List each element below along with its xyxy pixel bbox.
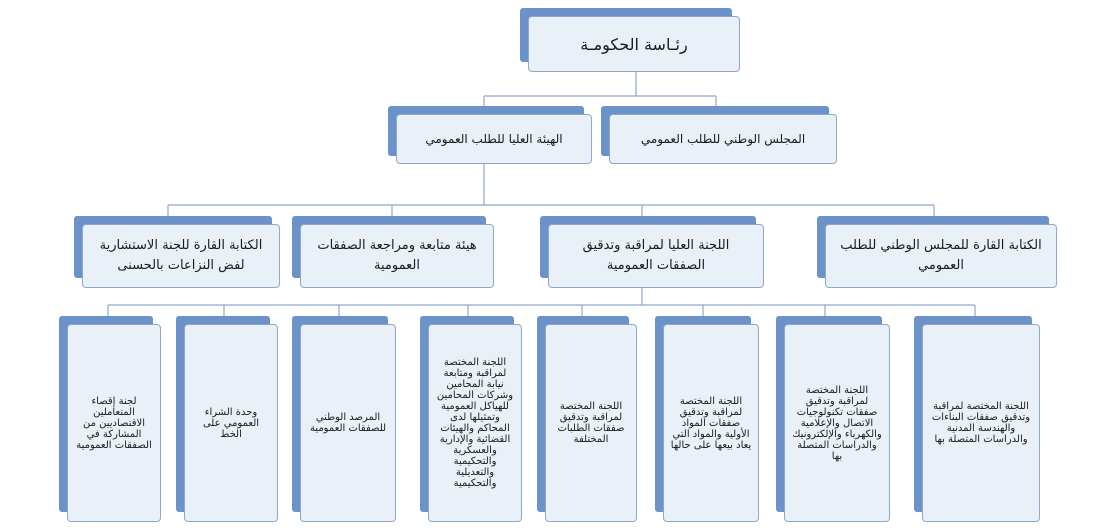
- online-purchasing-unit-label: وحدة الشراء العمومي على الخط: [184, 324, 278, 522]
- observatory-label: المرصد الوطني للصفقات العمومية: [300, 324, 396, 522]
- national-council-label: المجلس الوطني للطلب العمومي: [609, 114, 837, 164]
- various-orders-committee-label: اللجنة المختصة لمراقبة وتدقيق صفقات الطل…: [545, 324, 637, 522]
- exclusion-committee-label: لجنة إقصاء المتعاملين الاقتصاديين من الم…: [67, 324, 161, 522]
- ict-committee-label: اللجنة المختصة لمراقبة وتدقيق صفقات تكنو…: [784, 324, 890, 522]
- root-label: رئـاسة الحكومـة: [528, 16, 740, 72]
- high-authority-label: الهيئة العليا للطلب العمومي: [396, 114, 592, 164]
- followup-body-label: هيئة متابعة ومراجعة الصفقات العمومية: [300, 224, 494, 288]
- high-committee-label: اللجنة العليا لمراقبة وتدقيق الصفقات الع…: [548, 224, 764, 288]
- lawyers-committee-label: اللجنة المختصة لمراقبة ومتابعة نيابة الم…: [428, 324, 522, 522]
- council-secretariat-label: الكتابة القارة للمجلس الوطني للطلب العمو…: [825, 224, 1057, 288]
- disputes-secretariat-label: الكتابة القارة للجنة الاستشارية لفض النز…: [82, 224, 280, 288]
- raw-materials-committee-label: اللجنة المختصة لمراقبة وتدقيق صفقات المو…: [663, 324, 759, 522]
- construction-committee-label: اللجنة المختصة لمراقبة وتدقيق صفقات البن…: [922, 324, 1040, 522]
